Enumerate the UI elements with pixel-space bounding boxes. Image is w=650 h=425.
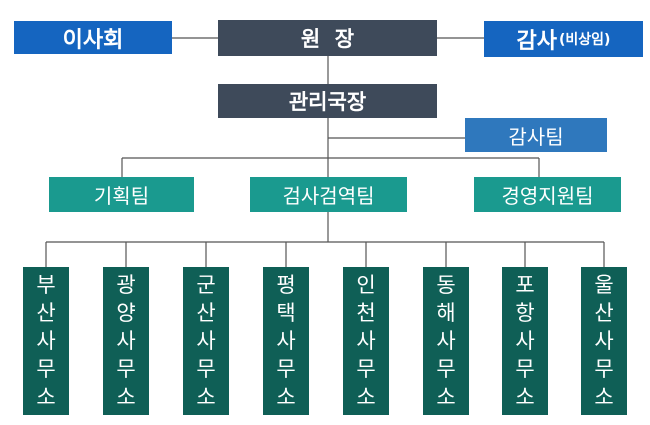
office-char: 천	[356, 300, 376, 325]
office-char: 소	[356, 384, 376, 409]
auditor-note: (비상임)	[559, 32, 611, 48]
office-char: 소	[36, 384, 56, 409]
office-char: 사	[356, 328, 376, 353]
office-char: 사	[196, 328, 216, 353]
office-char: 포	[515, 272, 535, 297]
board-box: 이사회	[14, 21, 172, 54]
office-busan: 부 산 사 무 소	[23, 267, 69, 415]
office-char: 소	[594, 384, 614, 409]
auditor-label: 감사	[516, 29, 558, 54]
office-char: 사	[515, 328, 535, 353]
team-inspection-box: 검사검역팀	[250, 177, 407, 212]
office-char: 사	[594, 328, 614, 353]
office-char: 평	[276, 272, 296, 297]
office-char: 울	[594, 272, 614, 297]
board-label: 이사회	[62, 27, 124, 53]
audit-team-box: 감사팀	[465, 118, 607, 152]
office-char: 무	[356, 356, 376, 381]
office-char: 산	[594, 300, 614, 325]
office-char: 무	[594, 356, 614, 381]
office-char: 산	[196, 300, 216, 325]
office-char: 사	[36, 328, 56, 353]
team-support-label: 경영지원팀	[501, 184, 594, 208]
office-char: 사	[116, 328, 136, 353]
office-char: 무	[116, 356, 136, 381]
office-char: 소	[276, 384, 296, 409]
office-gunsan: 군 산 사 무 소	[183, 267, 229, 415]
office-gwangyang: 광 양 사 무 소	[103, 267, 149, 415]
office-char: 무	[436, 356, 456, 381]
director-box: 원 장	[218, 20, 437, 56]
office-pohang: 포 항 사 무 소	[502, 267, 548, 415]
office-char: 사	[276, 328, 296, 353]
office-char: 인	[356, 272, 376, 297]
office-char: 광	[116, 272, 136, 297]
office-char: 소	[116, 384, 136, 409]
office-char: 무	[196, 356, 216, 381]
general-manager-box: 관리국장	[218, 84, 437, 118]
office-pyeongtaek: 평 택 사 무 소	[263, 267, 309, 415]
auditor-box: 감사(비상임)	[484, 21, 643, 57]
team-planning-box: 기획팀	[49, 177, 194, 212]
team-support-box: 경영지원팀	[474, 177, 621, 212]
office-char: 무	[36, 356, 56, 381]
office-incheon: 인 천 사 무 소	[343, 267, 389, 415]
office-char: 군	[196, 272, 216, 297]
office-char: 해	[436, 300, 456, 325]
office-char: 부	[36, 272, 56, 297]
team-planning-label: 기획팀	[93, 184, 150, 208]
office-ulsan: 울 산 사 무 소	[581, 267, 627, 415]
director-label: 원 장	[300, 27, 355, 51]
office-char: 사	[436, 328, 456, 353]
office-char: 산	[36, 300, 56, 325]
office-char: 소	[196, 384, 216, 409]
office-char: 양	[116, 300, 136, 325]
office-char: 소	[515, 384, 535, 409]
office-char: 무	[515, 356, 535, 381]
audit-team-label: 감사팀	[508, 124, 564, 149]
office-char: 동	[436, 272, 456, 297]
office-char: 항	[515, 300, 535, 325]
office-char: 무	[276, 356, 296, 381]
office-char: 소	[436, 384, 456, 409]
office-donghae: 동 해 사 무 소	[423, 267, 469, 415]
general-manager-label: 관리국장	[288, 90, 367, 114]
team-inspection-label: 검사검역팀	[282, 184, 375, 208]
office-char: 택	[276, 300, 296, 325]
